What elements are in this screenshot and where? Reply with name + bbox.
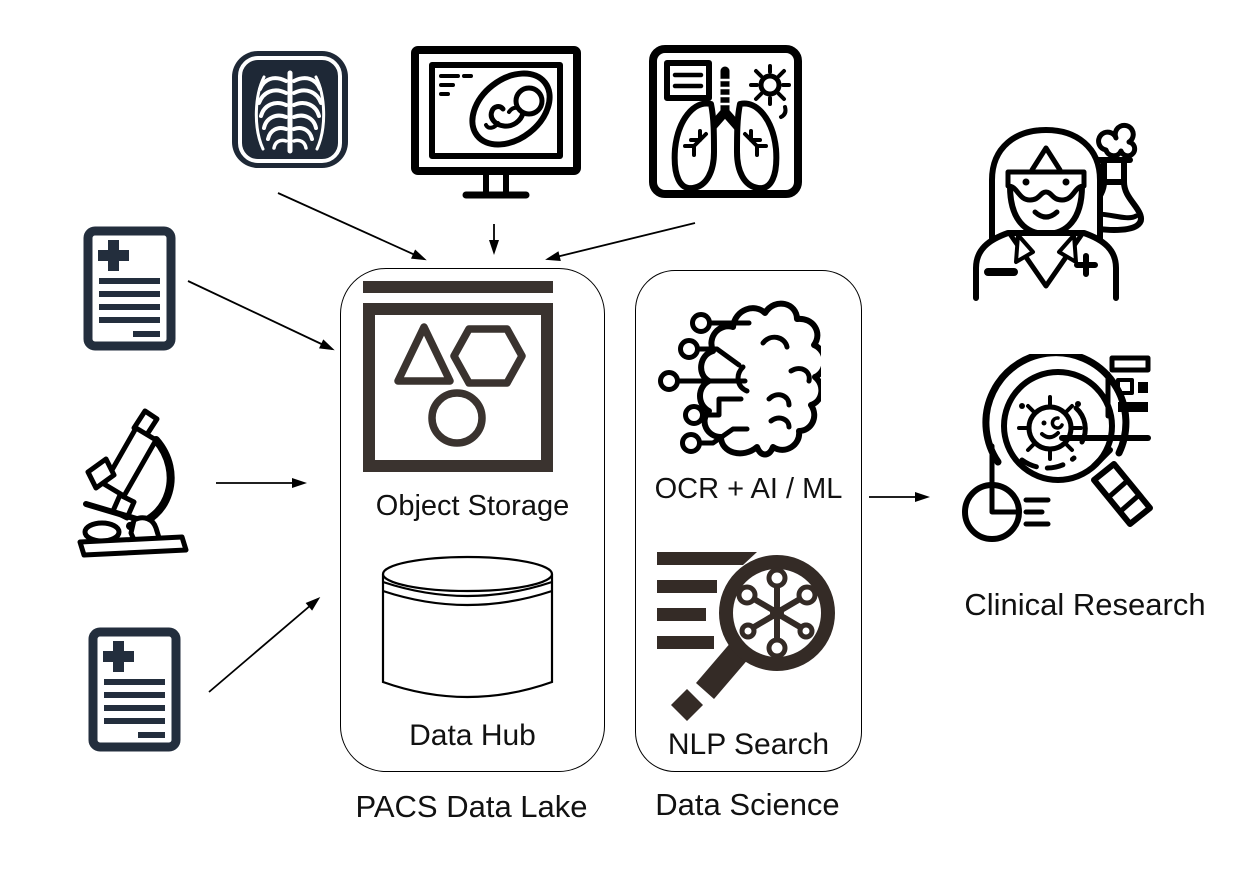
data-science-box: OCR + AI / ML: [635, 270, 862, 772]
data-hub-label: Data Hub: [409, 719, 536, 752]
nlp-search-icon: [657, 549, 842, 721]
database-cylinder-icon: [381, 554, 554, 704]
ocr-ai-ml-label: OCR + AI / ML: [654, 473, 843, 505]
nlp-search-label: NLP Search: [667, 728, 830, 761]
object-storage-icon: [363, 281, 553, 472]
object-storage-label: Object Storage: [375, 490, 570, 522]
scientist-icon: [958, 116, 1158, 302]
chest-xray-icon: [230, 49, 350, 170]
medical-record-icon: [88, 627, 181, 752]
medical-record-icon: [83, 226, 176, 351]
arrow-xray-to-pacs: [277, 192, 427, 261]
arrow-record1-to-pacs: [187, 280, 335, 351]
ultrasound-monitor-icon: [410, 45, 582, 200]
arrow-lungreport-to-pacs: [545, 222, 696, 262]
lung-report-icon: [648, 44, 803, 199]
data-science-caption: Data Science: [655, 787, 840, 822]
arrow-record2-to-pacs: [208, 597, 321, 693]
research-analysis-icon: [958, 354, 1158, 546]
clinical-research-caption: Clinical Research: [964, 587, 1206, 622]
ai-brain-circuit-icon: [651, 287, 821, 465]
pacs-data-lake-caption: PACS Data Lake: [355, 789, 588, 824]
pacs-data-lake-box: Object Storage Data Hub: [340, 268, 605, 772]
microscope-icon: [72, 398, 207, 560]
